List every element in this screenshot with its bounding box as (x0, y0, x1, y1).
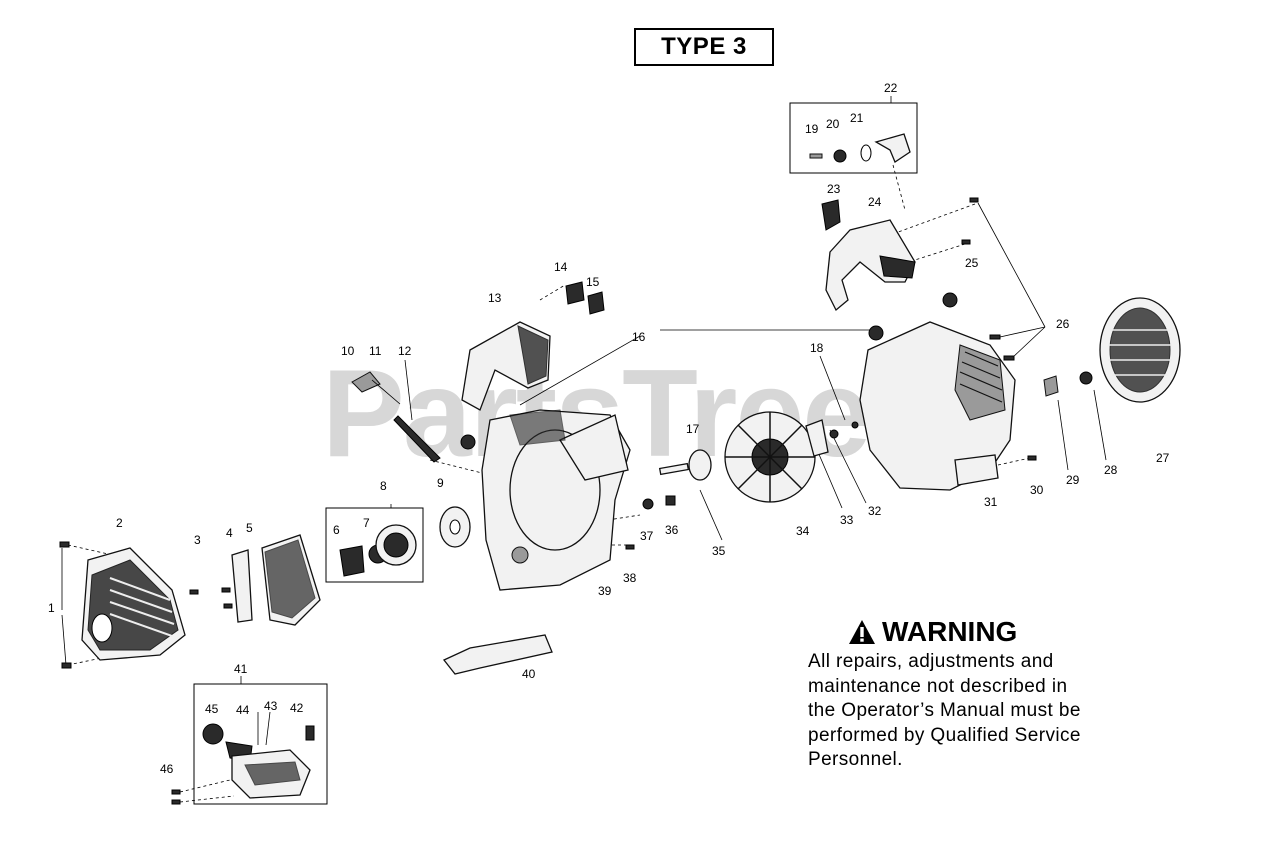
small-parts-35-38 (625, 462, 690, 550)
part-label-39: 39 (598, 584, 612, 598)
part-5-housing (261, 534, 321, 626)
part-label-11: 11 (369, 344, 382, 358)
part-label-38: 38 (623, 571, 637, 585)
page-title: TYPE 3 (634, 28, 774, 66)
part-label-14: 14 (554, 260, 568, 274)
part-label-30: 30 (1030, 483, 1044, 497)
part-label-20: 20 (826, 117, 840, 131)
part-label-42: 42 (290, 701, 304, 715)
part-label-3: 3 (194, 533, 201, 547)
part-label-41: 41 (234, 662, 248, 676)
warning-text: All repairs, adjustments and maintenance… (808, 651, 1081, 770)
part-label-13: 13 (488, 291, 502, 305)
part-label-8: 8 (380, 479, 387, 493)
part-label-37: 37 (640, 529, 654, 543)
part-labels: 1 2 3 4 5 6 7 8 9 10 11 12 13 14 15 16 1… (48, 81, 1170, 776)
part-label-40: 40 (522, 667, 536, 681)
part-label-7: 7 (363, 516, 370, 530)
part-label-36: 36 (665, 523, 679, 537)
assembly-box-8 (325, 507, 424, 583)
part-label-15: 15 (586, 275, 600, 289)
part-10-12-primer (351, 371, 441, 463)
part-1-screws (59, 541, 72, 669)
part-label-5: 5 (246, 521, 253, 535)
part-label-21: 21 (850, 111, 864, 125)
warning-triangle-icon (849, 620, 875, 644)
part-29-30-bolts (1027, 375, 1059, 461)
part-2-cover (81, 547, 186, 661)
part-label-43: 43 (264, 699, 278, 713)
part-label-1: 1 (48, 601, 55, 615)
part-label-17: 17 (686, 422, 700, 436)
warning-notice: WARNING All repairs, adjustments and mai… (808, 616, 1208, 773)
part-label-31: 31 (984, 495, 998, 509)
part-3-screws (189, 587, 233, 609)
part-label-19: 19 (805, 122, 819, 136)
part-8-assembly (339, 524, 417, 577)
part-39-fan-housing (460, 409, 631, 591)
part-40-tube (442, 634, 553, 675)
part-label-27: 27 (1156, 451, 1170, 465)
assembly-box-22 (789, 102, 918, 174)
leader-lines (61, 96, 1107, 684)
part-label-25: 25 (965, 256, 979, 270)
part-label-12: 12 (398, 344, 412, 358)
part-label-4: 4 (226, 526, 233, 540)
part-label-33: 33 (840, 513, 854, 527)
part-label-18: 18 (810, 341, 824, 355)
part-label-32: 32 (868, 504, 882, 518)
part-label-44: 44 (236, 703, 250, 717)
part-34-impeller (724, 411, 816, 503)
part-26-screws (989, 334, 1015, 361)
part-14-15-grips (565, 281, 605, 315)
small-parts-18-32-33 (805, 419, 859, 457)
part-label-45: 45 (205, 702, 219, 716)
part-9-washer (439, 506, 471, 548)
part-label-16: 16 (632, 330, 646, 344)
warning-heading: WARNING (882, 616, 1018, 647)
part-label-9: 9 (437, 476, 444, 490)
assembly-box-41 (193, 683, 328, 805)
part-label-35: 35 (712, 544, 726, 558)
part-label-46: 46 (160, 762, 174, 776)
part-13-handle (461, 321, 551, 411)
part-label-22: 22 (884, 81, 898, 95)
part-31-blower-housing (859, 292, 1016, 491)
part-23-25-switch (821, 197, 979, 312)
part-label-23: 23 (827, 182, 841, 196)
part-4-gasket (231, 549, 253, 623)
part-label-28: 28 (1104, 463, 1118, 477)
part-label-2: 2 (116, 516, 123, 530)
part-label-24: 24 (868, 195, 882, 209)
part-41-46-assembly (171, 711, 315, 805)
part-19-22-assembly (809, 133, 911, 163)
part-label-6: 6 (333, 523, 340, 537)
part-27-28-guard (1079, 297, 1181, 403)
part-17-spacer (688, 449, 712, 481)
part-label-29: 29 (1066, 473, 1080, 487)
part-label-26: 26 (1056, 317, 1070, 331)
warning-heading-row: WARNING (848, 616, 1208, 648)
part-label-10: 10 (341, 344, 355, 358)
part-label-34: 34 (796, 524, 810, 538)
